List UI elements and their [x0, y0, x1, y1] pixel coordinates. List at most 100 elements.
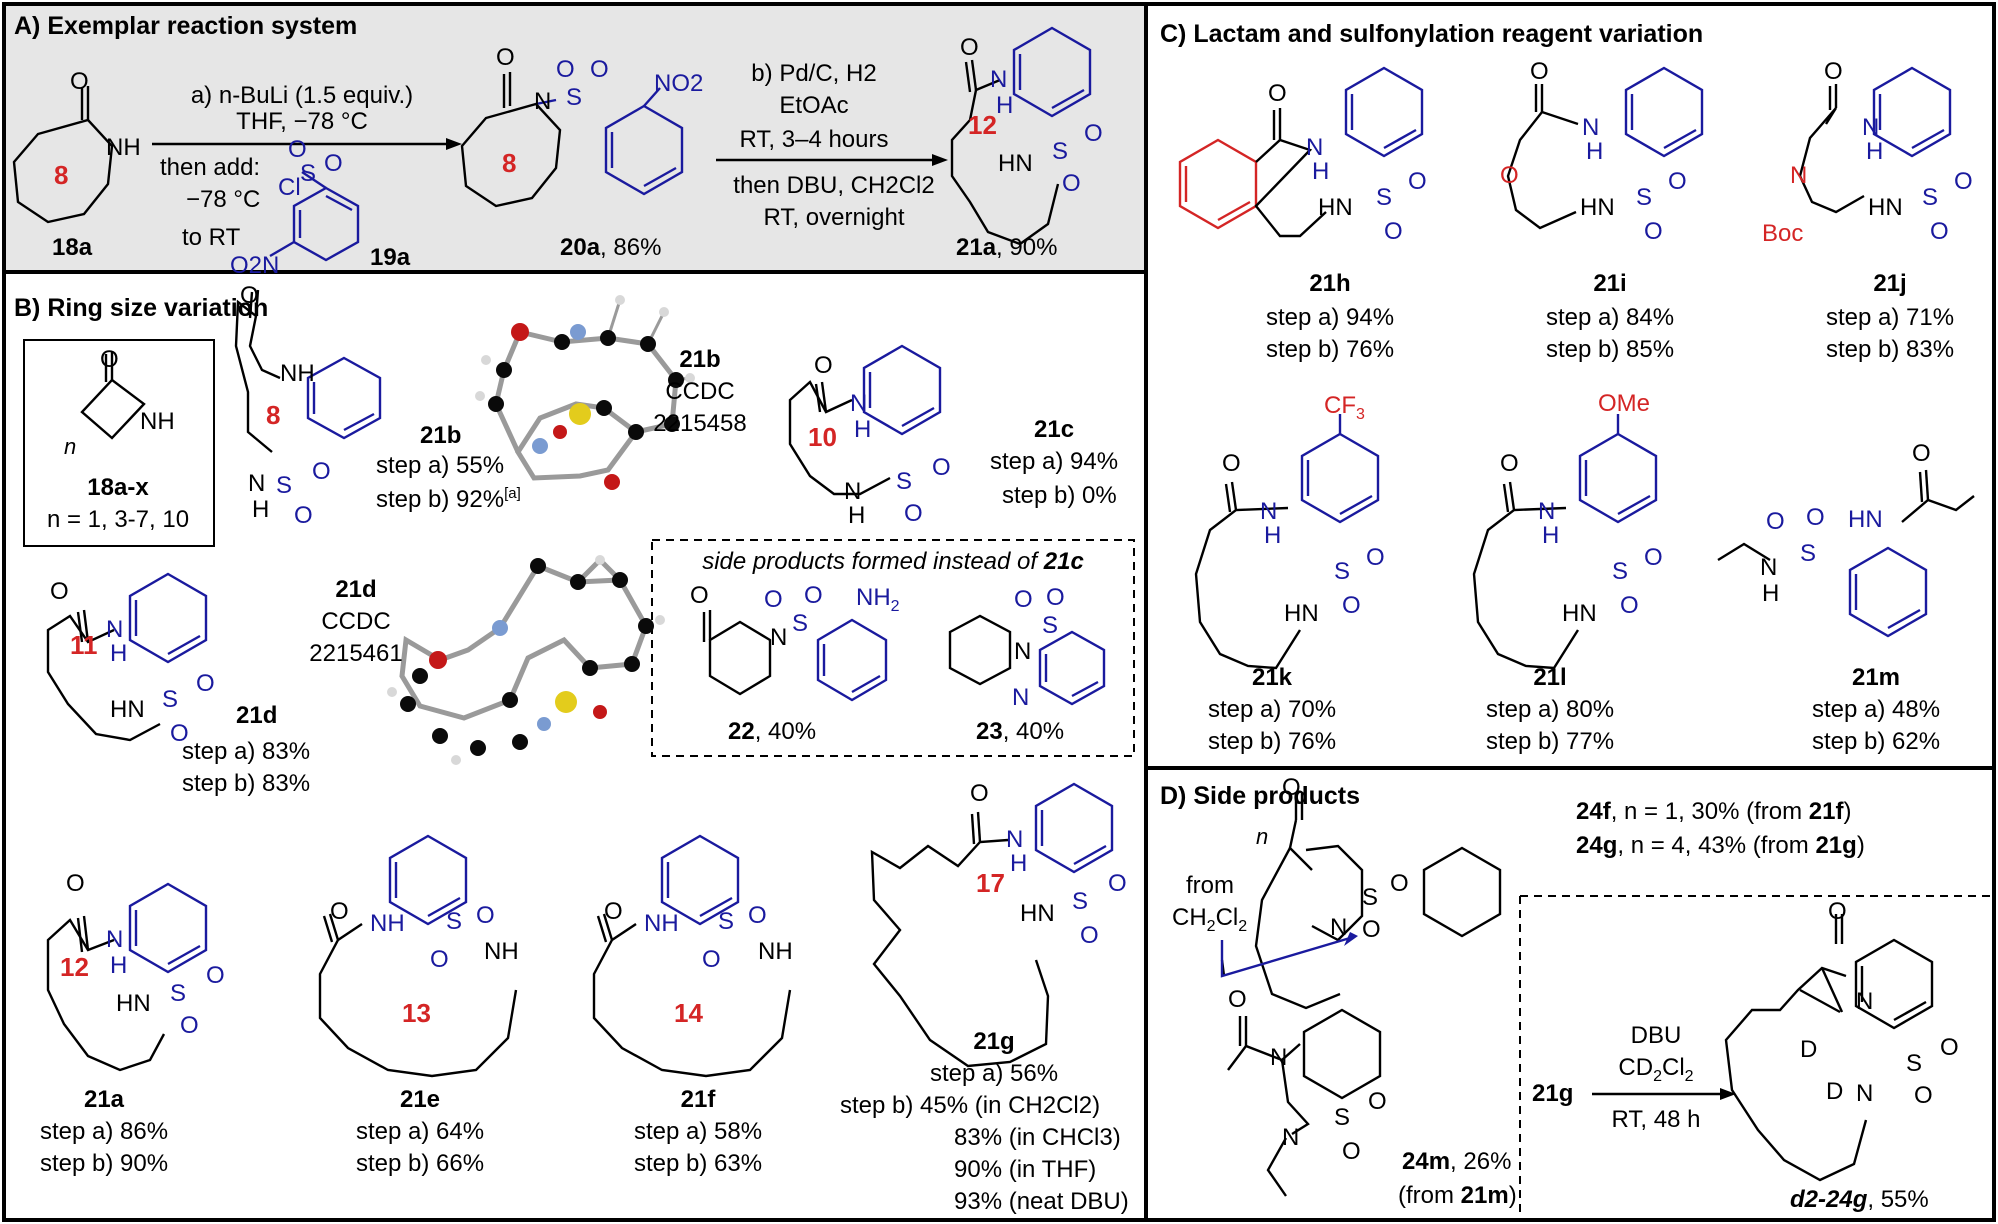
group-no2-20a: NO2: [654, 70, 704, 97]
atom-hn-21h: HN: [1318, 194, 1353, 221]
atom-o1-21a: O: [1084, 120, 1103, 147]
atom-n-21d: N: [106, 616, 124, 643]
compound-label-21m: 21m: [1851, 664, 1901, 691]
footnote-a-21b: [a]: [504, 485, 521, 502]
atom-h-21d: H: [110, 640, 128, 667]
ring-19a-benzene: [292, 186, 360, 262]
atom-o2-21c: O: [904, 500, 923, 527]
compound-24f: 24f, n = 1, 30% (from 21f): [1576, 798, 1852, 825]
atom-n2-23: N: [1012, 684, 1030, 711]
atom-h-21h: H: [1312, 158, 1330, 185]
atom-hn-21d: HN: [110, 696, 145, 723]
atom-h-21c: H: [854, 416, 872, 443]
atom-o-21a-b: O: [66, 870, 85, 897]
ring-21k-benzene: [1300, 432, 1380, 524]
compound-label-21l: 21l: [1533, 664, 1567, 691]
compound-label-21f: 21f: [680, 1086, 716, 1113]
macrocycle-21a: [950, 78, 1060, 246]
atom-o1-21k: O: [1366, 544, 1385, 571]
compound-label-d2-24g: d2-24g: [1790, 1186, 1868, 1213]
atom-o-21h: O: [1268, 80, 1287, 107]
atom-n2-d2-24g: N: [1856, 1080, 1874, 1107]
atom-o2-21h: O: [1384, 218, 1403, 245]
ring-24fg-benzene: [1422, 846, 1502, 938]
atom-o-24fg: O: [1282, 774, 1301, 801]
atom-nh-18ax: NH: [140, 408, 175, 435]
yield-21g-step-b-chcl3: 83% (in CHCl3): [954, 1124, 1121, 1151]
atom-o1-21b: O: [312, 458, 331, 485]
compound-label-21h: 21h: [1309, 270, 1351, 297]
condition-a-5: to RT: [182, 224, 241, 251]
yield-21i-step-b: step b) 85%: [1545, 336, 1675, 363]
atom-o2-21b: O: [294, 502, 313, 529]
ring-size-20a: 8: [502, 148, 517, 178]
panel-c-title: C) Lactam and sulfonylation reagent vari…: [1160, 20, 1704, 48]
ring-size-21c: 10: [808, 422, 837, 452]
atom-h-21k: H: [1264, 522, 1282, 549]
group-nh2-22: NH2: [856, 584, 900, 615]
compound-24g: 24g, n = 4, 43% (from 21g): [1576, 832, 1865, 859]
ring-size-21a-b: 12: [60, 952, 89, 982]
atom-o2-21i: O: [1644, 218, 1663, 245]
yield-21l-step-b: step b) 77%: [1485, 728, 1615, 755]
atom-o1-21l: O: [1644, 544, 1663, 571]
atom-o2-21l: O: [1620, 592, 1639, 619]
atom-o1-21g: O: [1108, 870, 1127, 897]
atom-s-21g: S: [1072, 888, 1089, 915]
compound-label-19a: 19a: [370, 244, 411, 271]
yield-21k-step-b: step b) 76%: [1207, 728, 1337, 755]
ring-22-benzene: [816, 618, 888, 702]
atom-h-21j: H: [1866, 138, 1884, 165]
compound-d2-24g: d2-24g, 55%: [1790, 1186, 1929, 1213]
atom-hn-21j: HN: [1868, 194, 1903, 221]
condition-b-2: EtOAc: [779, 92, 849, 119]
atom-hn-21a: HN: [998, 150, 1033, 177]
ring-21d-benzene: [128, 572, 208, 664]
yield-20a: , 86%: [600, 234, 662, 261]
yield-21d-step-a: step a) 83%: [182, 738, 311, 765]
yield-21a-b-step-b: step b) 90%: [39, 1150, 169, 1177]
compound-label-21e: 21e: [399, 1086, 441, 1113]
ring-d2-24g-benzene: [1854, 938, 1934, 1030]
ring-21l-benzene: [1578, 432, 1658, 524]
atom-nh2-21e: NH: [484, 938, 519, 965]
atom-nh1-21b: NH: [280, 360, 315, 387]
compound-21a-a: 21a, 90%: [956, 236, 1057, 260]
compound-label-21g: 21g: [973, 1028, 1015, 1055]
atom-n1-24m: N: [1270, 1044, 1288, 1071]
atom-n2-21c: N: [844, 478, 862, 505]
compound-label-21k: 21k: [1251, 664, 1293, 691]
range-18ax: n = 1, 3-7, 10: [46, 506, 190, 533]
condition-a-4: −78 °C: [186, 186, 261, 213]
yield-21j-step-a: step a) 71%: [1825, 304, 1955, 331]
ring-23-benzene: [1038, 630, 1106, 706]
atom-o2-21g: O: [1080, 922, 1099, 949]
ring-22-piperidinone: [708, 620, 772, 696]
atom-s-d2-24g: S: [1906, 1050, 1923, 1077]
atom-o2-21a: O: [1062, 170, 1081, 197]
condition-b-3: RT, 3–4 hours: [739, 126, 889, 153]
atom-n-21b: N: [248, 470, 266, 497]
atom-s-21f: S: [718, 908, 735, 935]
atom-s-21i: S: [1636, 184, 1653, 211]
atom-o1-d2-24g: O: [1940, 1034, 1959, 1061]
compound-23: 23, 40%: [976, 720, 1064, 744]
yield-21g-step-a: step a) 56%: [929, 1060, 1059, 1087]
atom-h-21l: H: [1542, 522, 1560, 549]
yield-21g-step-b-ch2cl2: step b) 45% (in CH2Cl2): [840, 1092, 1101, 1119]
ccdc-label-21b: 21b: [679, 346, 721, 373]
atom-s-20a: S: [566, 84, 583, 111]
atom-o-21f: O: [604, 898, 623, 925]
panel-a-title: A) Exemplar reaction system: [14, 12, 358, 40]
atom-o1-24m: O: [1368, 1088, 1387, 1115]
atom-n-red-21j: N: [1790, 162, 1808, 189]
ring-21m-benzene: [1848, 546, 1928, 638]
ring-23-tricycle-a: [948, 614, 1012, 686]
yield-21a-b-step-a: step a) 86%: [39, 1118, 169, 1145]
atom-o1-24fg: O: [1390, 870, 1409, 897]
condition-b-1: b) Pd/C, H2: [751, 60, 877, 87]
atom-o-21d: O: [50, 578, 69, 605]
atom-o-21i: O: [1530, 58, 1549, 85]
